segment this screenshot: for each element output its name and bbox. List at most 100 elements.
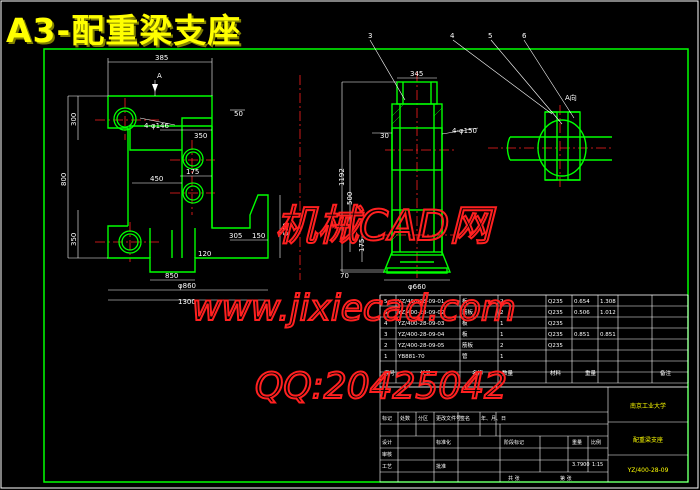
bom-cell-name: 板 [462, 297, 468, 305]
bom-cell-total: 0.851 [600, 332, 616, 338]
bom-cell-no: 2 [384, 343, 388, 349]
bom-cell-material: Q235 [548, 299, 563, 305]
balloon-3: 3 [368, 32, 372, 40]
bom-cell-no: 5 [384, 310, 388, 316]
side-dim-base: φ660 [408, 283, 426, 291]
bom-cell-name: 板 [462, 330, 468, 338]
side-dim-top-width: 345 [410, 70, 423, 78]
bom-header-name: 名称 [472, 369, 484, 377]
tb-label-sc: 比例 [591, 439, 601, 446]
front-hole-label: 4-φ146 [144, 122, 170, 130]
dim-small-a: 50 [234, 110, 243, 118]
tb-label-zone: 分区 [418, 415, 428, 422]
side-dim-bottom: 70 [340, 272, 349, 280]
tb-drawing-name: 配重梁支座 [633, 436, 663, 444]
tb-label-approve: 批准 [436, 463, 446, 470]
side-dim-h1: 500 [346, 192, 354, 205]
bom-cell-no: 3 [384, 332, 388, 338]
dim-bottom-right2: 150 [252, 232, 265, 240]
bom-cell-name: 筋板 [462, 308, 474, 316]
tb-drawing-code: YZ/400-28-09 [627, 467, 669, 474]
bom-cell-total: 1.012 [600, 310, 616, 316]
front-view: A 4-φ146 385 300 800 450 350 175 350 305… [60, 54, 301, 306]
dim-hole-pitch: 175 [186, 168, 199, 176]
tb-school: 南京工业大学 [630, 402, 666, 410]
bom-header-mass: 重量 [585, 369, 597, 377]
tb-label-check: 审核 [382, 451, 392, 458]
bom-cell-material: Q235 [548, 321, 563, 327]
bom-cell-weight: 0.506 [574, 310, 590, 316]
watermark-line2: www.jixiecad.com [192, 288, 516, 329]
tb-label-mark: 标记 [382, 415, 392, 422]
dim-top-width: 385 [155, 54, 168, 62]
tb-weight: 3.7900 [572, 462, 590, 468]
watermark-line1: 机械CAD网 [275, 201, 496, 250]
tb-label-wt: 重量 [572, 439, 582, 446]
tb-label-standard: 标准化 [436, 439, 451, 446]
tb-label-sign: 签名 [460, 415, 470, 422]
dim-right-tall: 670 [282, 223, 290, 236]
dim-inner-width: 450 [150, 175, 163, 183]
bom-cell-material: Q235 [548, 310, 563, 316]
bom-cell-no: 4 [384, 321, 388, 327]
balloon-5: 5 [488, 32, 492, 40]
bom-cell-name: 筋板 [462, 341, 474, 349]
bom-cell-material: Q235 [548, 332, 563, 338]
bom-cell-no: 5 [384, 299, 388, 305]
bom-header-material: 材料 [550, 369, 562, 377]
bom-cell-code: YZ/400-28-09-05 [397, 343, 445, 349]
dim-bottom-right: 305 [229, 232, 242, 240]
dim-overall-height: 800 [60, 173, 68, 186]
bom-cell-code: YZ/400-28-09-01 [397, 299, 444, 305]
bom-cell-name: 板 [462, 319, 468, 327]
bom-cell-total: 1.308 [600, 299, 616, 305]
bom-header-qty: 数量 [502, 369, 514, 377]
bom-cell-qty: 1 [500, 321, 504, 327]
bom-cell-material: Q235 [548, 343, 563, 349]
watermark-line3: QQ:20425042 [255, 366, 507, 407]
bom-cell-name: 管 [462, 352, 468, 360]
dim-bottom-height: 350 [70, 233, 78, 246]
side-dim-top-offset: 30 [380, 132, 389, 140]
tb-label-design: 设计 [382, 439, 392, 446]
dim-bottom-step: 850 [165, 272, 178, 280]
bom-header-no: 序号 [384, 369, 396, 377]
bom-cell-weight: 0.851 [574, 332, 590, 338]
drawing-title: A3-配重梁支座 [6, 11, 242, 50]
balloon-4: 4 [450, 32, 455, 40]
bom-cell-code: YB881-70 [397, 354, 425, 360]
tb-label-date: 年、月、日 [481, 415, 506, 422]
bom-header-code: 代号 [420, 369, 432, 377]
side-dim-h2: 175 [358, 239, 366, 252]
bom-cell-qty: 1 [500, 354, 504, 360]
balloon-6: 6 [522, 32, 527, 40]
bom-cell-qty: 2 [500, 343, 504, 349]
side-dim-height: 1192 [338, 168, 346, 186]
tb-label-process: 工艺 [382, 464, 392, 470]
bom-cell-code: YZ/400-28-09-04 [397, 332, 445, 338]
side-hole-label: 4-φ150 [452, 127, 477, 135]
bom-cell-qty: 2 [500, 299, 504, 305]
watermark: 机械CAD网 www.jixiecad.com QQ:20425042 [191, 200, 517, 408]
bom-cell-qty: 1 [500, 332, 504, 338]
bom-cell-weight: 0.654 [574, 299, 590, 305]
section-mark-a: A [157, 72, 162, 80]
tb-label-count: 处数 [400, 415, 410, 422]
dim-bottom-width: φ860 [178, 282, 196, 290]
drawing-frame [43, 48, 689, 483]
bom-cell-qty: 2 [500, 310, 504, 316]
title-block: 标记 处数 分区 更改文件号 签名 年、月、日 设计 标准化 审核 工艺 批准 … [379, 386, 689, 483]
dim-overall-width: 1300 [178, 298, 196, 306]
dim-top-height: 300 [70, 113, 78, 126]
tb-scale: 1:15 [592, 462, 603, 468]
tb-sheet: 第 张 [560, 475, 572, 482]
tb-sheets: 共 张 [508, 475, 520, 482]
dim-mid-offset: 350 [194, 132, 207, 140]
side-view: 3 4 5 6 345 30 4-φ150 A向 1192 500 175 70… [338, 32, 612, 291]
bom-cell-code: YZ/400-28-09-03 [397, 321, 445, 327]
bom-cell-no: 1 [384, 354, 388, 360]
tb-label-doc: 更改文件号 [436, 415, 461, 422]
